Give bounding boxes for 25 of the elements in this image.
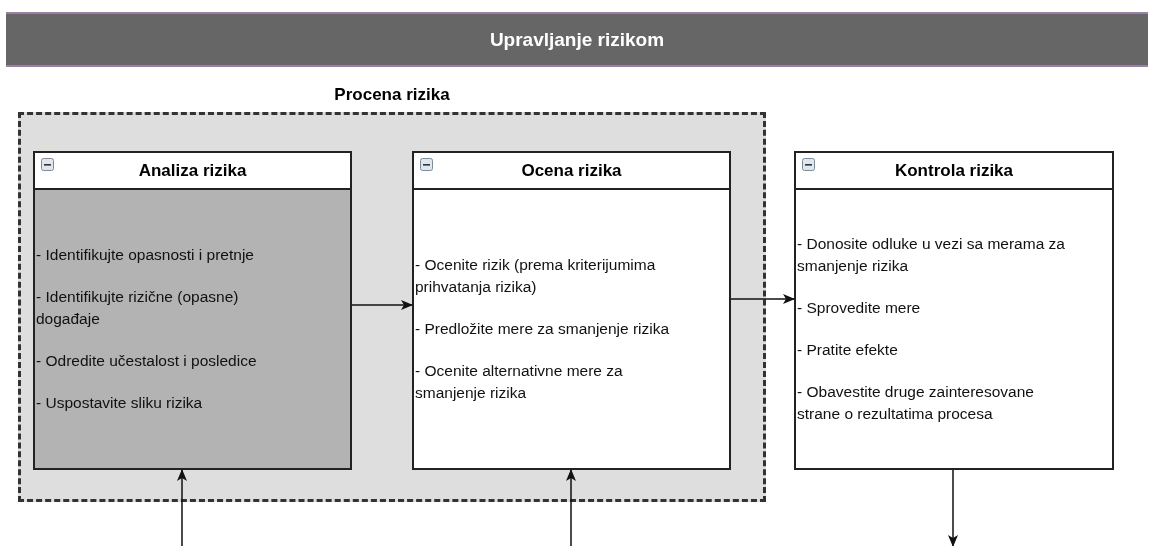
bullet-text: - Pratite efekte <box>797 340 899 360</box>
bullet-text: - Uspostavite sliku rizika <box>36 393 204 413</box>
box-heading: Kontrola rizika <box>894 160 1014 181</box>
arrow <box>730 294 795 304</box>
bullet-text: - Obavestite druge zainteresovane strane o rezultatima procesa <box>797 382 1035 424</box>
bullet-text: - Predložite mere za smanjenje rizika <box>415 319 671 339</box>
process-box <box>33 151 352 470</box>
bullet-text: - Sprovedite mere <box>797 298 922 318</box>
bullet-text: - Ocenite rizik (prema kriterijumima prihvatanja rizika) <box>415 255 657 297</box>
bullet-text: - Donosite odluke u vezi sa merama za smanjenje rizika <box>797 234 1066 276</box>
box-heading: Analiza rizika <box>138 160 247 181</box>
bullet-text: - Identifikujte opasnosti i pretnje <box>36 245 255 265</box>
process-box <box>794 151 1114 470</box>
arrow <box>948 469 958 546</box>
process-box <box>412 151 731 470</box>
box-heading: Ocena rizika <box>521 160 622 181</box>
bullet-text: - Odredite učestalost i posledice <box>36 351 258 371</box>
bullet-text: - Ocenite alternativne mere za smanjenje rizika <box>415 361 624 403</box>
arrow <box>566 469 576 546</box>
group-title: Procena rizika <box>333 85 451 105</box>
arrow <box>351 300 413 310</box>
arrow <box>177 469 187 546</box>
bullet-text: - Identifikujte rizične (opasne) događaje <box>36 287 240 329</box>
title-text: Upravljanje rizikom <box>489 28 665 51</box>
title-band <box>6 12 1148 67</box>
